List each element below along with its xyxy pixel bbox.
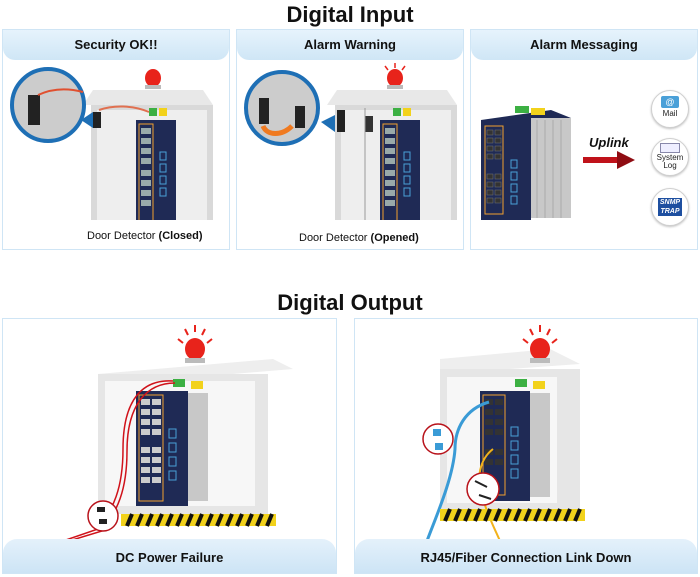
cabinet-top — [83, 90, 213, 105]
panel-title: Alarm Warning — [237, 30, 463, 60]
broken-fiber-circle — [466, 472, 500, 506]
digital-output-title: Digital Output — [277, 290, 423, 315]
switch-device — [481, 120, 531, 220]
panel-dc-power-failure: DC Power Failure — [2, 318, 337, 574]
door-open-arrow-icon — [260, 124, 294, 136]
rj45-cable — [425, 400, 490, 541]
closed-door-illustration — [10, 67, 213, 220]
zoom-circle — [10, 67, 86, 143]
alarm-light-icon — [530, 338, 550, 360]
door-detector — [337, 110, 345, 132]
system-log-icon: System Log — [651, 138, 689, 176]
mail-icon: @ Mail — [651, 90, 689, 128]
panel-title: Alarm Messaging — [471, 30, 697, 60]
snmp-trap-icon: SNMP TRAP — [651, 188, 689, 226]
broken-cable-circle — [87, 500, 119, 532]
door-detector — [93, 112, 101, 128]
panel-title: DC Power Failure — [3, 539, 336, 573]
alarm-light-icon — [145, 69, 161, 87]
uplink-arrow-icon — [583, 151, 635, 169]
digital-input-title: Digital Input — [286, 2, 414, 27]
broken-rj45-circle — [422, 423, 454, 455]
door-detector-caption: Door Detector (Opened) — [299, 232, 419, 244]
switch-illustration — [481, 106, 571, 220]
panel-alarm-warning: Alarm Warning Door Detector (Opened) — [236, 29, 464, 250]
uplink-label: Uplink — [589, 135, 629, 150]
link-down-illustration — [422, 325, 585, 541]
door-detector-caption: Door Detector (Closed) — [87, 230, 203, 242]
opened-door-illustration — [244, 63, 457, 220]
panel-link-down: RJ45/Fiber Connection Link Down — [354, 318, 698, 574]
alarm-light-icon — [387, 69, 403, 87]
panel-security-ok: Security OK!! Door Detector (Closed) — [2, 29, 230, 250]
power-failure-illustration — [62, 325, 293, 541]
panel-alarm-messaging: Alarm Messaging Uplink @ Mail System Log… — [470, 29, 698, 250]
alarm-light-icon — [185, 338, 205, 360]
panel-title: RJ45/Fiber Connection Link Down — [355, 539, 697, 573]
panel-title: Security OK!! — [3, 30, 229, 60]
